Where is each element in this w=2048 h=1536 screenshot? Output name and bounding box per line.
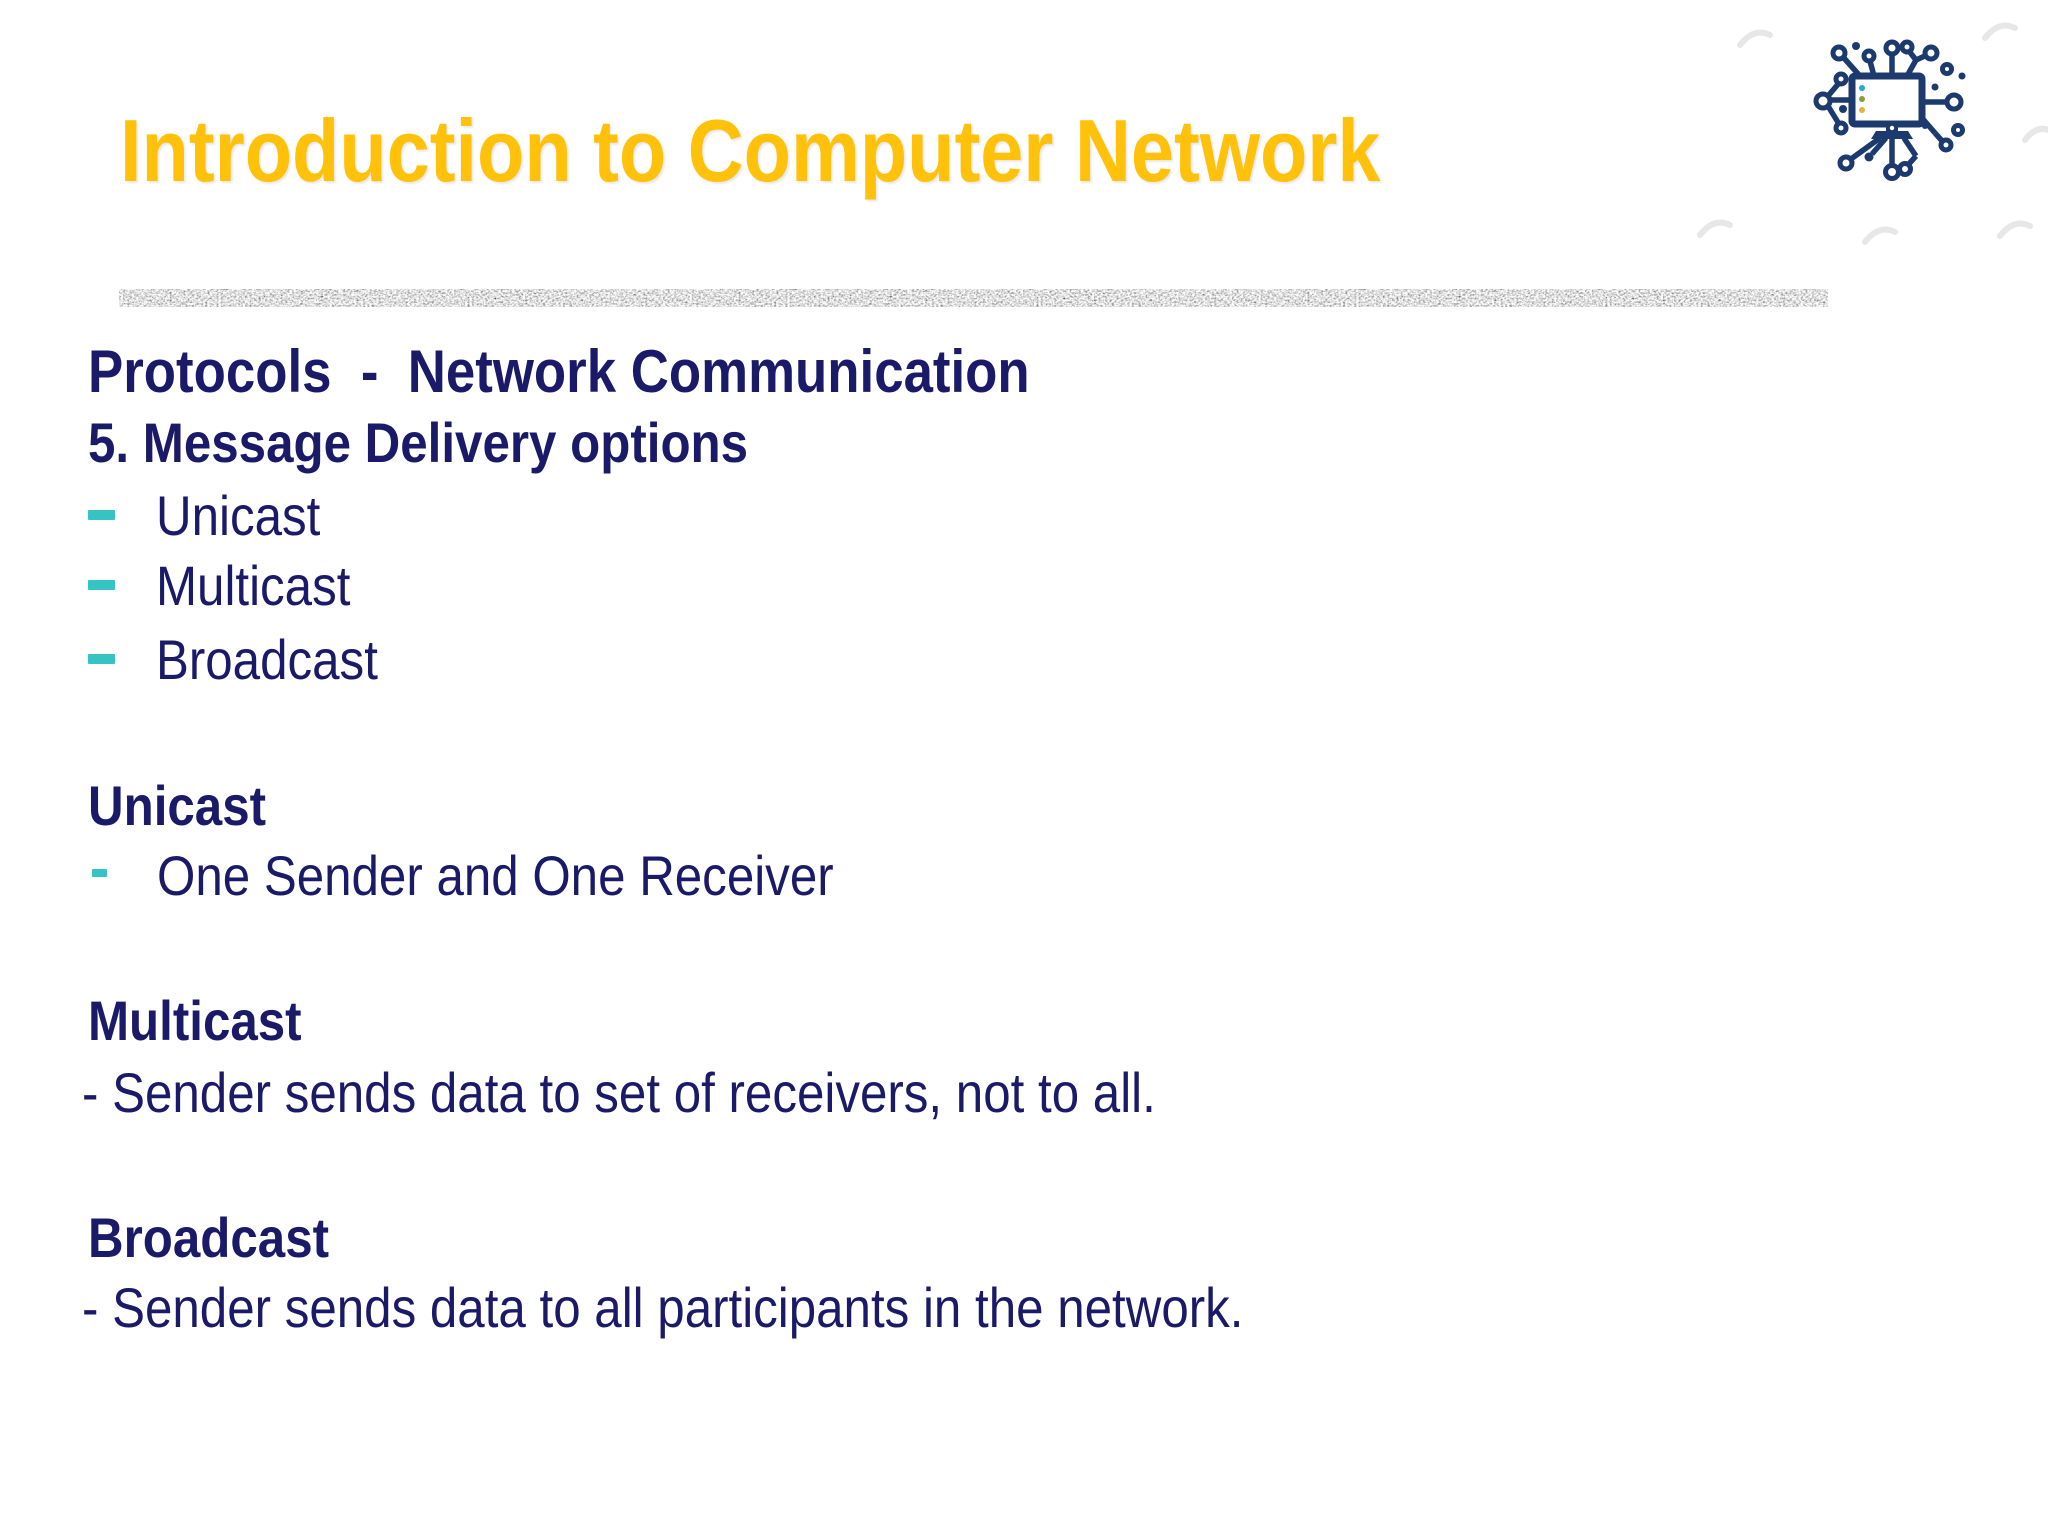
section-heading: Protocols - Network Communication bbox=[88, 337, 1158, 406]
subsection-heading-text: 5. Message Delivery options bbox=[88, 411, 749, 474]
list-item-label: Broadcast bbox=[156, 628, 378, 691]
dash-bullet-icon bbox=[88, 510, 115, 520]
multicast-body: - Sender sends data to set of receivers,… bbox=[82, 1060, 1302, 1125]
unicast-heading-text: Unicast bbox=[88, 774, 267, 837]
multicast-heading: Multicast bbox=[88, 988, 331, 1053]
dash-bullet-icon bbox=[92, 869, 107, 877]
page-title-text: Introduction to Computer Network bbox=[120, 101, 1381, 200]
multicast-body-text: - Sender sends data to set of receivers,… bbox=[82, 1061, 1156, 1124]
list-item-label: Unicast bbox=[156, 484, 321, 547]
list-item-label: Multicast bbox=[156, 554, 351, 617]
computer-network-icon bbox=[1813, 39, 1966, 181]
monitor-status-dots bbox=[1859, 85, 1865, 113]
section-heading-text: Protocols - Network Communication bbox=[88, 338, 1030, 405]
dash-bullet-icon bbox=[88, 654, 115, 664]
watermark-marks bbox=[1697, 22, 2048, 245]
multicast-heading-text: Multicast bbox=[88, 989, 302, 1052]
broadcast-body-text: - Sender sends data to all participants … bbox=[82, 1276, 1244, 1339]
list-item-multicast: Multicast bbox=[88, 553, 377, 618]
divider-texture bbox=[119, 289, 1828, 307]
broadcast-heading: Broadcast bbox=[88, 1205, 362, 1270]
subsection-heading: 5. Message Delivery options bbox=[88, 410, 838, 475]
list-item-unicast: Unicast bbox=[88, 483, 343, 548]
broadcast-body: - Sender sends data to all participants … bbox=[82, 1275, 1402, 1340]
unicast-bullet-text: One Sender and One Receiver bbox=[157, 844, 834, 907]
broadcast-heading-text: Broadcast bbox=[88, 1206, 330, 1269]
dash-bullet-icon bbox=[88, 580, 115, 590]
list-item-broadcast: Broadcast bbox=[88, 627, 408, 692]
unicast-bullet: One Sender and One Receiver bbox=[92, 843, 926, 908]
unicast-heading: Unicast bbox=[88, 773, 290, 838]
page-title: Introduction to Computer Network bbox=[120, 100, 1552, 202]
